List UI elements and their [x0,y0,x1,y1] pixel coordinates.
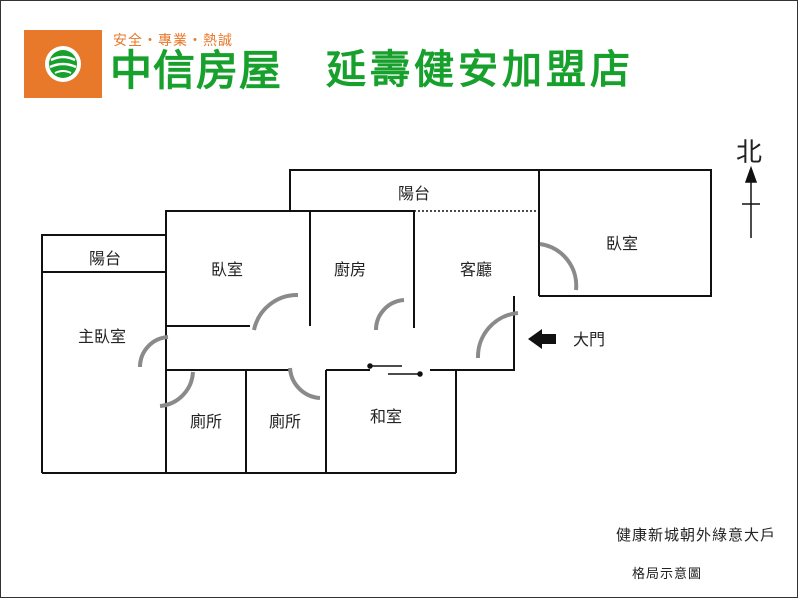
north-label: 北 [736,138,763,168]
room-label-living-room: 客廳 [459,260,493,279]
room-label-tatami-room: 和室 [369,407,403,426]
footer-subtitle: 格局示意圖 [632,567,703,582]
north-arrow [742,165,760,238]
logo-tagline: 安全・專業・熱誠 [113,33,233,49]
store-name: 延壽健安加盟店 [326,47,634,93]
walls [41,169,712,474]
room-label-toilet-2: 廁所 [268,412,302,431]
room-label-balcony-left: 陽台 [88,249,122,268]
room-label-kitchen: 廚房 [333,260,367,279]
room-label-balcony-top: 陽台 [397,184,431,203]
door-arcs [137,242,579,408]
room-label-master-bedroom: 主臥室 [77,327,127,346]
room-label-bedroom-mid: 臥室 [210,260,244,279]
sliding-door [367,363,423,377]
company-logo [24,30,102,98]
room-label-bedroom-right: 臥室 [605,234,639,253]
room-label-main-door: 大門 [572,330,606,349]
room-label-toilet-1: 廁所 [189,412,223,431]
entrance-arrow [528,329,556,349]
footer-title: 健康新城朝外綠意大戶 [615,526,776,544]
brand-name: 中信房屋 [110,46,283,95]
